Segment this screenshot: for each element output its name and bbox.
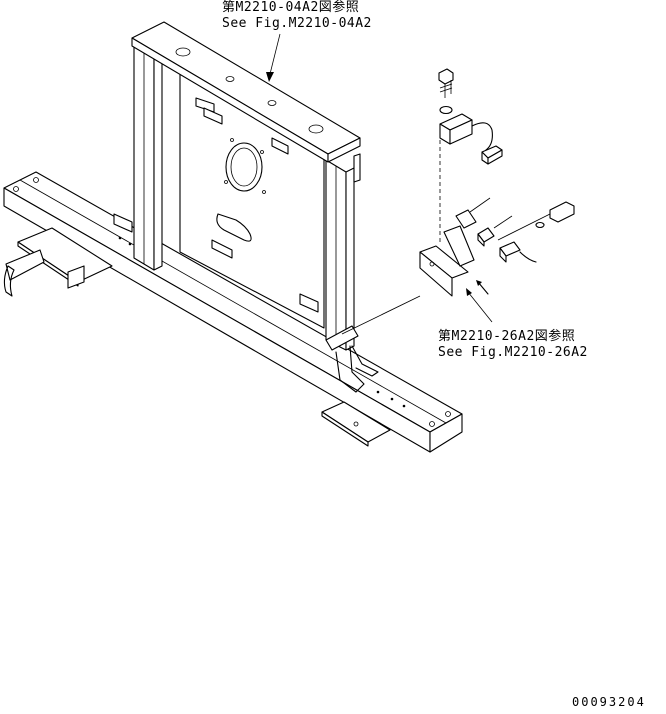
callout-m2210-26a2-ja: 第M2210-26A2図参照 [438,329,576,344]
switch-bracket-assembly [341,68,575,335]
bottom-mount-plate [321,401,391,447]
callout-m2210-26a2-en: See Fig.M2210-26A2 [438,345,588,360]
callout-m2210-04a2-en: See Fig.M2210-04A2 [222,16,372,31]
left-mount-plates [3,227,113,297]
callout-leader-top [266,33,281,82]
part-number: 00093204 [572,695,646,709]
callout-m2210-04a2-ja: 第M2210-04A2図参照 [222,0,360,15]
vertical-frame [113,21,379,393]
cross-beam [3,171,463,453]
